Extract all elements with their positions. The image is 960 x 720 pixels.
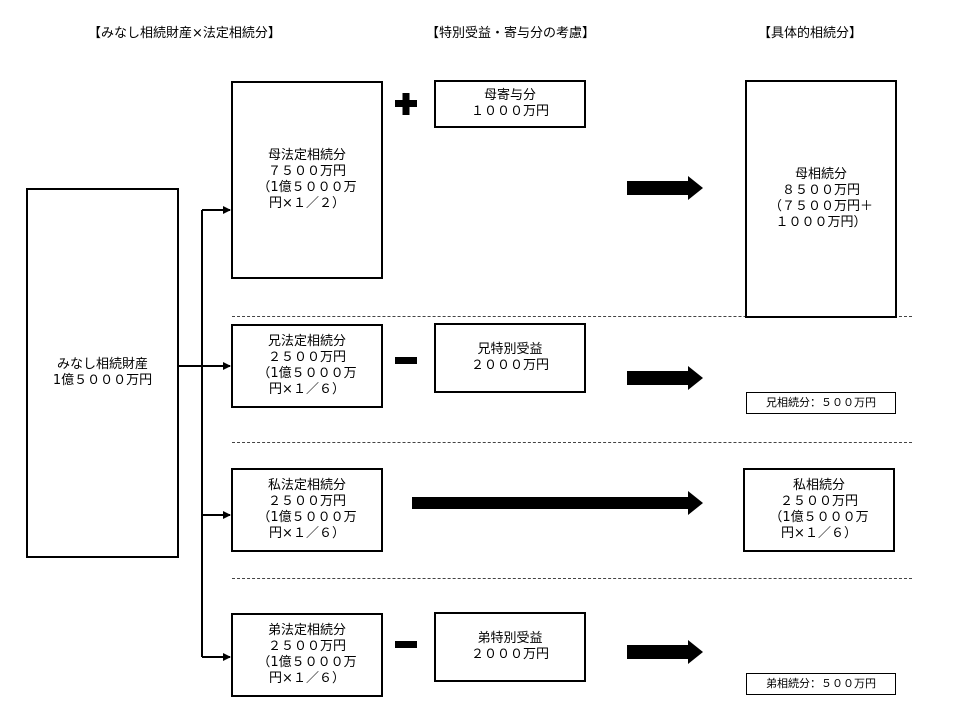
younger-special-benefit-value: ２０００万円 [470, 647, 549, 662]
younger-legal-value: ２５００万円 [267, 639, 346, 654]
total-estate-value: 1億５０００万円 [52, 373, 153, 388]
younger-special-benefit-label: 弟特別受益 [477, 631, 543, 646]
result-arrow-brother [627, 366, 703, 390]
me-legal-label: 私法定相続分 [267, 478, 346, 493]
younger-legal-formula-1: （1億５０００万 [257, 655, 357, 670]
younger-legal-formula-2: 円×１／６） [269, 671, 345, 686]
me-result-formula-1: （1億５０００万 [769, 510, 869, 525]
mother-legal-share-box: 母法定相続分 ７５００万円 （1億５０００万 円×１／２） [231, 81, 383, 279]
mother-specific-share-box: 母相続分 ８５００万円 （７５００万円＋ １０００万円） [745, 80, 897, 318]
me-legal-formula-1: （1億５０００万 [257, 510, 357, 525]
mother-legal-label: 母法定相続分 [267, 148, 346, 163]
brother-legal-share-box: 兄法定相続分 ２５００万円 （1億５０００万 円×１／６） [231, 324, 383, 408]
mother-result-value: ８５００万円 [781, 183, 860, 198]
me-legal-value: ２５００万円 [267, 494, 346, 509]
header-legal-share: 【みなし相続財産×法定相続分】 [88, 26, 281, 41]
brother-special-benefit-value: ２０００万円 [470, 358, 549, 373]
mother-legal-formula-2: 円×１／２） [269, 196, 345, 211]
younger-legal-label: 弟法定相続分 [267, 623, 346, 638]
brother-legal-label: 兄法定相続分 [267, 334, 346, 349]
total-estate-box: みなし相続財産 1億５０００万円 [26, 188, 179, 558]
younger-result-label: 弟相続分：５００万円 [766, 677, 876, 690]
mother-result-formula-2: １０００万円） [775, 215, 867, 230]
me-result-formula-2: 円×１／６） [781, 526, 857, 541]
brother-legal-formula-1: （1億５０００万 [257, 366, 357, 381]
separator-2 [232, 442, 912, 443]
younger-specific-share-box: 弟相続分：５００万円 [746, 673, 896, 695]
brother-special-benefit-box: 兄特別受益 ２０００万円 [434, 323, 586, 393]
me-legal-share-box: 私法定相続分 ２５００万円 （1億５０００万 円×１／６） [231, 468, 383, 552]
younger-legal-share-box: 弟法定相続分 ２５００万円 （1億５０００万 円×１／６） [231, 613, 383, 697]
minus-icon-brother [395, 357, 417, 364]
plus-icon-v [402, 93, 410, 115]
mother-result-formula-1: （７５００万円＋ [768, 199, 873, 214]
mother-contribution-value: １０００万円 [470, 104, 549, 119]
header-adjustments: 【特別受益・寄与分の考慮】 [426, 26, 596, 41]
minus-icon-younger [395, 641, 417, 648]
younger-special-benefit-box: 弟特別受益 ２０００万円 [434, 612, 586, 682]
brother-result-label: 兄相続分：５００万円 [766, 396, 876, 409]
me-result-label: 私相続分 [792, 478, 845, 493]
header-specific-share: 【具体的相続分】 [758, 26, 863, 41]
mother-legal-formula-1: （1億５０００万 [257, 180, 357, 195]
me-legal-formula-2: 円×１／６） [269, 526, 345, 541]
brother-specific-share-box: 兄相続分：５００万円 [746, 392, 896, 414]
me-specific-share-box: 私相続分 ２５００万円 （1億５０００万 円×１／６） [743, 468, 895, 552]
mother-contribution-box: 母寄与分 １０００万円 [434, 80, 586, 128]
result-arrow-mother [627, 176, 703, 200]
brother-special-benefit-label: 兄特別受益 [477, 342, 543, 357]
brother-legal-formula-2: 円×１／６） [269, 382, 345, 397]
me-result-value: ２５００万円 [779, 494, 858, 509]
total-estate-label: みなし相続財産 [56, 357, 148, 372]
mother-legal-value: ７５００万円 [267, 164, 346, 179]
brother-legal-value: ２５００万円 [267, 350, 346, 365]
mother-contribution-label: 母寄与分 [483, 88, 536, 103]
result-arrow-younger [627, 640, 703, 664]
mother-result-label: 母相続分 [794, 167, 847, 182]
separator-1 [232, 316, 912, 317]
separator-3 [232, 578, 912, 579]
result-arrow-me [412, 491, 703, 515]
